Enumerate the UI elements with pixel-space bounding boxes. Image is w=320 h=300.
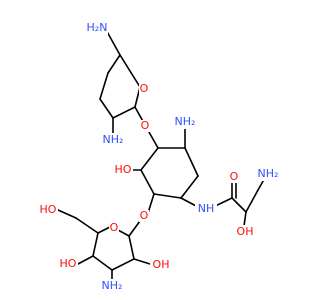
label-o-glycoside-bottom: O [140, 209, 149, 222]
atom-labels: H₂N NH₂ O O NH₂ HO O NH O OH NH₂ HO O OH… [38, 21, 280, 293]
label-nh2-cyclohexane: NH₂ [175, 115, 196, 128]
label-o-ring-top: O [140, 82, 149, 95]
label-ho-cyclohexane: HO [115, 163, 132, 176]
label-ho-ch2oh: HO [40, 203, 57, 216]
label-o-carbonyl: O [230, 170, 239, 183]
label-ho-glucose: HO [60, 257, 77, 270]
label-o-glycoside-top: O [141, 119, 150, 132]
label-nh2-glucose: NH₂ [102, 279, 123, 292]
label-oh-side: OH [237, 225, 254, 238]
label-oh-glucose: OH [153, 258, 170, 271]
label-nh-amide: NH [198, 202, 215, 215]
label-h2n-top: H₂N [87, 21, 108, 34]
molecule-structure-diagram: H₂N NH₂ O O NH₂ HO O NH O OH NH₂ HO O OH… [38, 21, 280, 293]
bond-lines [57, 27, 267, 282]
label-nh2-side: NH₂ [258, 167, 279, 180]
label-nh2-aminosugar: NH₂ [103, 133, 124, 146]
label-o-ring-bottom: O [110, 221, 119, 234]
